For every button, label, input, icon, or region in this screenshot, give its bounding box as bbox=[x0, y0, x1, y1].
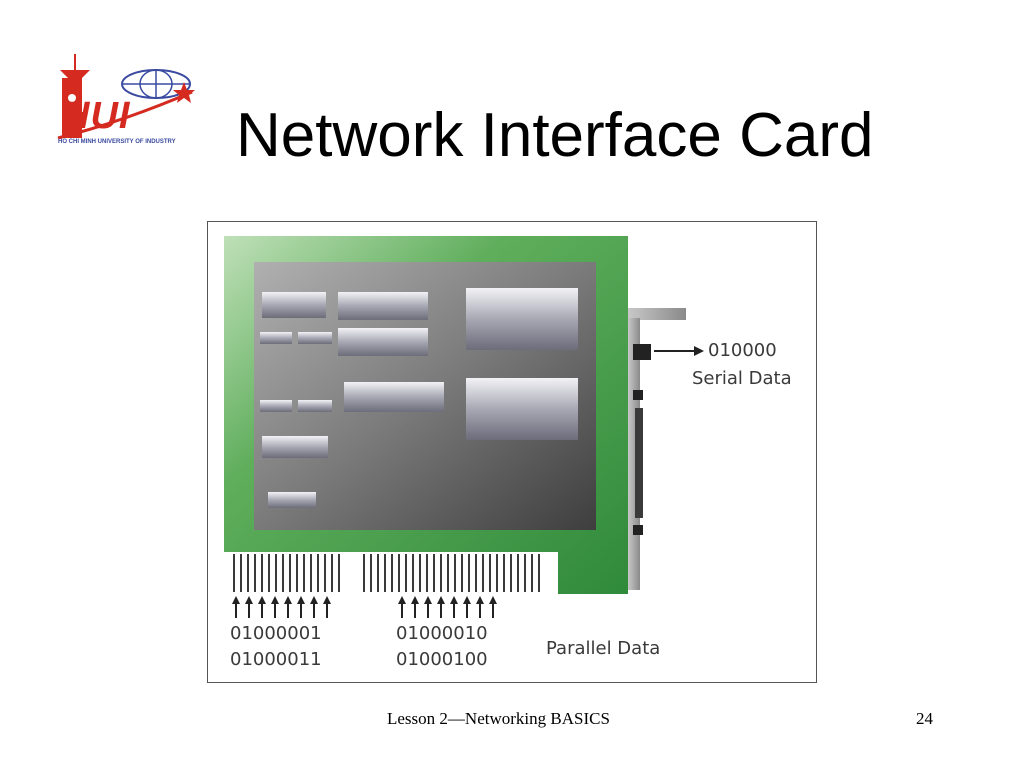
serial-data-label: Serial Data bbox=[692, 368, 792, 389]
bracket-notch bbox=[633, 525, 643, 535]
parallel-byte: 01000001 bbox=[230, 623, 322, 644]
nic-diagram: 010000 Serial Data 01000001 01000011 010… bbox=[207, 221, 817, 683]
chips bbox=[260, 288, 578, 508]
page-number: 24 bbox=[916, 709, 933, 728]
parallel-byte: 01000011 bbox=[230, 649, 322, 670]
slide-title: Network Interface Card bbox=[236, 101, 874, 170]
bracket-connector bbox=[635, 408, 643, 518]
footer-lesson: Lesson 2—Networking BASICS bbox=[387, 709, 610, 728]
logo-caption: HO CHI MINH UNIVERSITY OF INDUSTRY bbox=[58, 139, 176, 145]
parallel-byte: 01000100 bbox=[396, 649, 488, 670]
parallel-data-label: Parallel Data bbox=[546, 638, 661, 659]
parallel-input-arrows bbox=[232, 596, 497, 618]
parallel-byte: 01000010 bbox=[396, 623, 488, 644]
university-logo-emblem bbox=[57, 54, 195, 140]
edge-connector-pins bbox=[233, 554, 540, 592]
serial-bits: 010000 bbox=[708, 340, 777, 361]
logo-letters: HUI bbox=[62, 95, 131, 137]
university-logo: HUI HO CHI MINH UNIVERSITY OF INDUSTRY bbox=[52, 52, 198, 152]
serial-port bbox=[633, 344, 651, 360]
nic-illustration bbox=[224, 236, 704, 618]
serial-output-arrow bbox=[654, 346, 704, 356]
bracket-notch bbox=[633, 390, 643, 400]
mounting-bracket bbox=[628, 308, 686, 590]
